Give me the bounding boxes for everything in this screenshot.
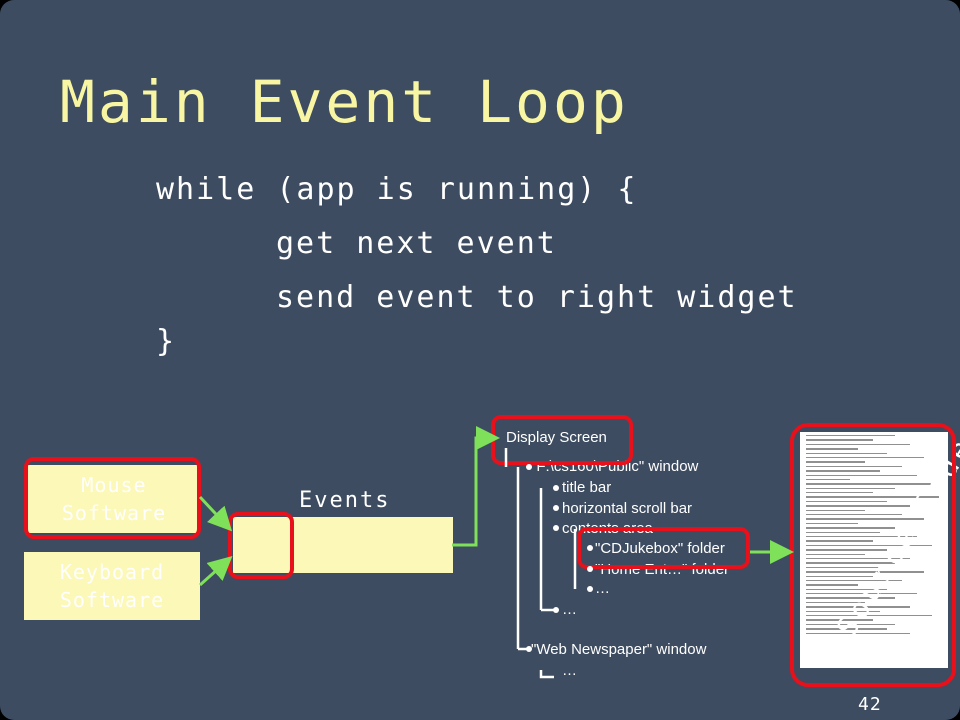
source-code-line <box>806 588 888 591</box>
tree-node-ellipsis: … <box>595 580 610 597</box>
tree-node-display-screen: Display Screen <box>506 429 607 446</box>
source-code-line <box>806 557 910 560</box>
keyboard-software-label-2: Software <box>59 588 165 612</box>
source-code-line <box>806 562 895 564</box>
source-code-line <box>806 514 903 516</box>
source-code-line <box>806 610 880 613</box>
source-code-line <box>806 470 880 472</box>
source-code-line <box>806 566 880 569</box>
source-code-line <box>806 531 880 533</box>
source-code-document <box>800 432 948 668</box>
source-code-line <box>806 615 932 617</box>
source-code-line <box>806 619 873 621</box>
queue-cell <box>288 517 343 573</box>
keyboard-software-box: Keyboard Software <box>24 552 200 620</box>
source-code-line <box>806 601 866 604</box>
source-code-line <box>806 461 866 463</box>
tree-node-title-bar: title bar <box>562 479 612 496</box>
source-code-line <box>806 593 917 595</box>
source-code-line <box>806 623 895 626</box>
source-code-line <box>806 496 940 498</box>
source-code-line <box>806 487 895 490</box>
source-code-line <box>806 465 903 468</box>
source-code-line <box>806 452 888 454</box>
source-code-line <box>806 500 888 503</box>
source-code-line <box>806 553 866 555</box>
source-code-line <box>806 584 858 586</box>
source-code-line <box>806 448 858 450</box>
tree-node-ellipsis: … <box>562 601 577 618</box>
queue-head-highlight-frame <box>228 512 294 579</box>
mouse-software-label-1: Mouse <box>81 473 147 497</box>
code-line-close-brace: } <box>156 324 177 359</box>
source-code-line <box>806 540 873 542</box>
tree-node-cdjukebox-folder: "CDJukebox" folder <box>595 540 725 557</box>
source-code-line <box>806 478 851 481</box>
queue-cell <box>398 517 453 573</box>
tree-bullets <box>526 464 593 652</box>
tree-node-window-web-newspaper: "Web Newspaper" window <box>531 641 707 658</box>
tree-node-ellipsis: … <box>562 662 577 679</box>
keyboard-software-label-1: Keyboard <box>59 560 165 584</box>
source-code-line <box>806 435 895 437</box>
source-code-line <box>806 575 873 577</box>
source-code-line <box>806 505 910 507</box>
source-code-line <box>806 606 910 608</box>
slide-title: Main Event Loop <box>60 68 629 136</box>
cdjukebox-highlight-frame <box>577 527 750 569</box>
tree-lines <box>504 448 577 679</box>
code-line-while: while (app is running) { <box>156 172 638 207</box>
source-code-line <box>806 474 917 476</box>
source-code-line <box>806 527 895 529</box>
page-number: 42 <box>858 694 882 715</box>
source-code-line <box>806 518 925 520</box>
source-code-line <box>806 483 932 485</box>
source-code-line <box>806 549 888 551</box>
mouse-software-box: Mouse Software <box>28 465 200 533</box>
source-code-line <box>806 492 873 494</box>
source-code-line <box>806 597 895 599</box>
events-label: Events <box>299 488 391 513</box>
queue-cell <box>343 517 398 573</box>
mouse-software-label-2: Software <box>61 501 167 525</box>
mouse-to-queue-arrow <box>198 495 233 532</box>
source-code-line <box>806 509 866 512</box>
source-code-line <box>806 535 917 538</box>
source-code-line <box>806 456 925 459</box>
queue-to-tree-arrow <box>452 426 500 547</box>
tree-node-scroll-bar: horizontal scroll bar <box>562 500 693 517</box>
source-code-line <box>806 628 888 630</box>
code-line-send-event: send event to right widget <box>276 280 798 315</box>
keyboard-to-queue-arrow <box>199 556 233 587</box>
source-code-line <box>806 571 925 573</box>
code-line-get-event: get next event <box>276 226 557 261</box>
source-code-line <box>806 632 910 634</box>
source-code-line <box>806 522 858 525</box>
source-code-line <box>806 443 910 446</box>
source-code-line <box>806 439 873 441</box>
source-code-line <box>806 544 932 547</box>
source-code-line <box>806 579 903 582</box>
queue-cell <box>233 517 288 573</box>
